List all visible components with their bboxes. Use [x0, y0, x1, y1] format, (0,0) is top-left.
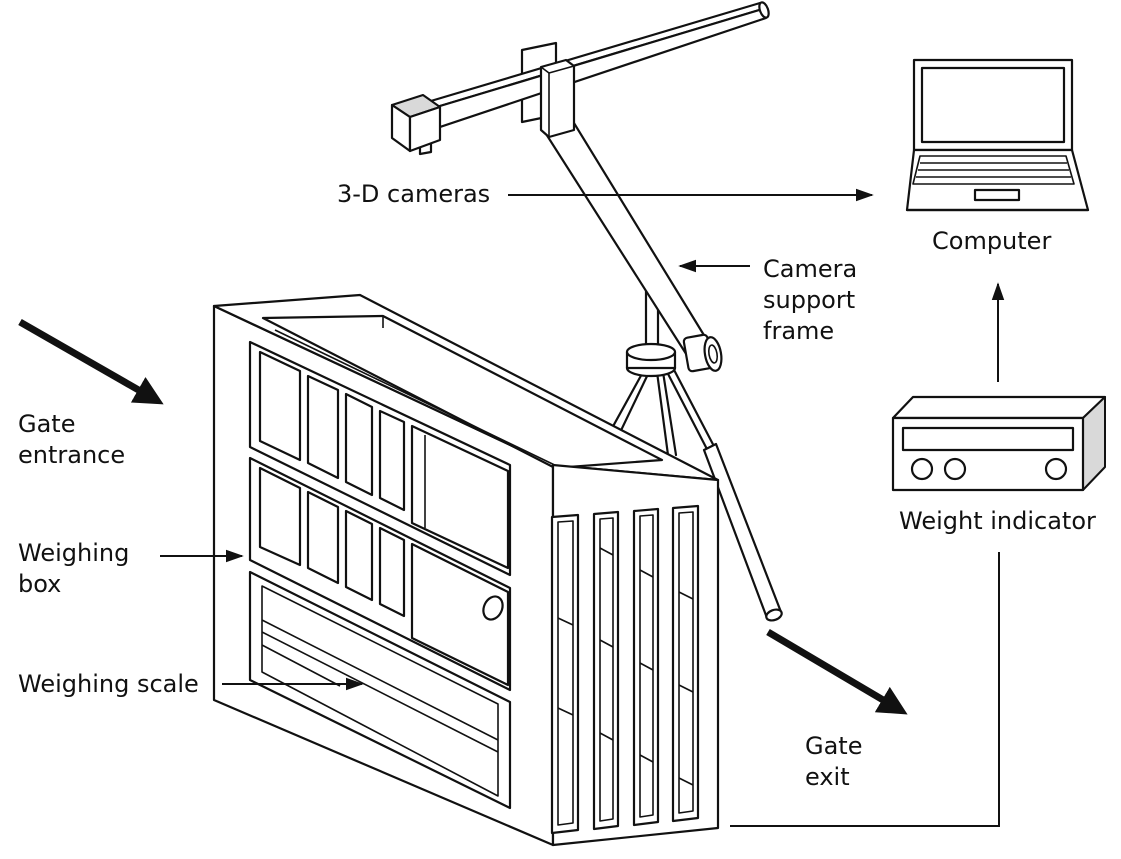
computer-laptop-icon [905, 58, 1090, 212]
weighing-box-label: Weighing box [18, 539, 130, 598]
weighing-scale-label: Weighing scale [18, 670, 199, 698]
gate-exit-label: Gate exit [805, 732, 863, 791]
cameras-label: 3-D cameras [337, 180, 491, 208]
gate-entrance-arrow [18, 318, 164, 405]
scale-cable-line [730, 552, 1000, 827]
computer-label: Computer [932, 227, 1052, 255]
weight-indicator-label: Weight indicator [899, 507, 1096, 535]
gate-exit-arrow [766, 628, 908, 715]
support-frame-label: Camera support frame [763, 255, 858, 345]
connections [160, 188, 1005, 827]
weight-indicator-device [891, 395, 1107, 492]
weighing-box [212, 293, 720, 847]
camera-support-frame [539, 108, 783, 622]
gate-entrance-label: Gate entrance [18, 410, 126, 469]
camera-boom [412, 1, 770, 156]
end-panel-slots [550, 504, 700, 835]
camera-box [390, 94, 442, 153]
